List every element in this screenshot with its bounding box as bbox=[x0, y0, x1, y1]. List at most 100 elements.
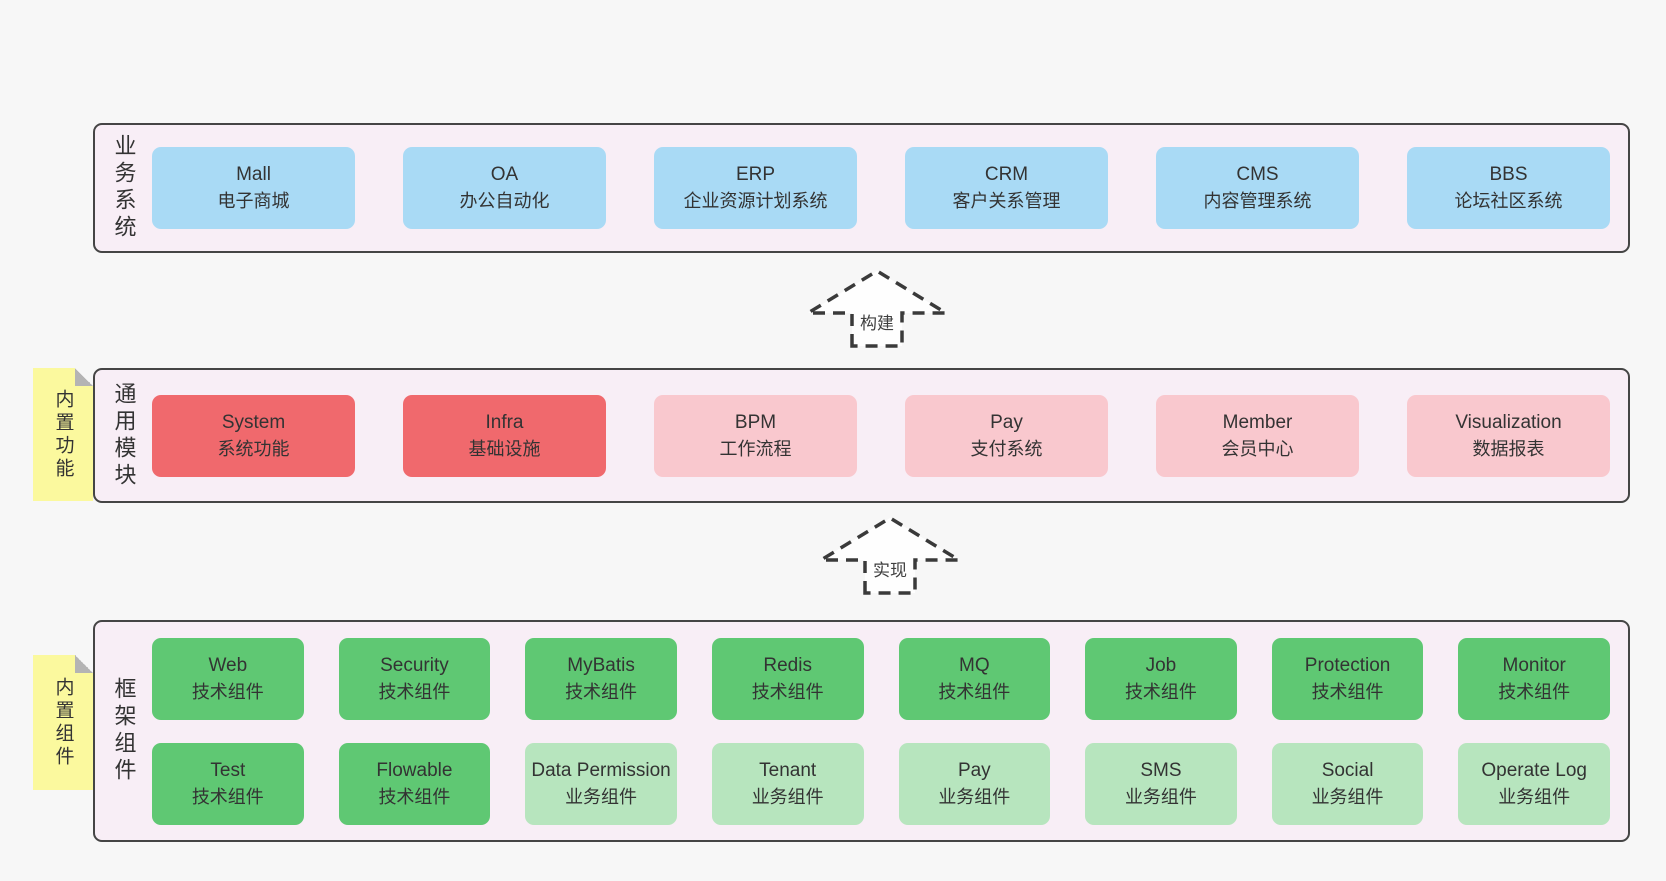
box-name: Pay bbox=[990, 411, 1023, 433]
arrow-build-icon: 构建 bbox=[802, 268, 952, 348]
band-framework-components-label: 框架组件 bbox=[95, 622, 152, 840]
box-name: MyBatis bbox=[567, 654, 635, 676]
box-name: Operate Log bbox=[1481, 759, 1587, 781]
box-erp: ERP 企业资源计划系统 bbox=[654, 147, 857, 229]
box-name: Social bbox=[1321, 759, 1374, 781]
box-mybatis: MyBatis 技术组件 bbox=[525, 637, 677, 720]
box-desc: 技术组件 bbox=[751, 681, 824, 702]
box-security: Security 技术组件 bbox=[338, 637, 491, 720]
box-desc: 技术组件 bbox=[191, 681, 264, 702]
box-web: Web 技术组件 bbox=[152, 637, 304, 720]
box-mq: MQ 技术组件 bbox=[898, 637, 1051, 720]
box-name: CRM bbox=[984, 164, 1029, 185]
box-desc: 业务组件 bbox=[1311, 786, 1384, 807]
box-name: Visualization bbox=[1455, 411, 1562, 433]
box-crm: CRM 客户关系管理 bbox=[905, 147, 1108, 229]
box-desc: 业务组件 bbox=[751, 786, 824, 807]
box-desc: 支付系统 bbox=[970, 438, 1043, 459]
box-desc: 业务组件 bbox=[1124, 786, 1197, 807]
box-name: Protection bbox=[1304, 654, 1391, 676]
box-name: Infra bbox=[485, 411, 524, 433]
sticky-built-in-components: 内置组件 bbox=[33, 655, 93, 790]
band-business-systems: 业务系统 Mall 电子商城 OA 办公自动化 ERP 企业资源计划系统 CRM… bbox=[93, 123, 1630, 253]
box-visualization: Visualization 数据报表 bbox=[1407, 394, 1610, 477]
box-mall: Mall 电子商城 bbox=[152, 147, 355, 229]
box-desc: 内容管理系统 bbox=[1203, 191, 1312, 211]
box-tenant: Tenant 业务组件 bbox=[711, 742, 864, 825]
box-name: CMS bbox=[1236, 164, 1279, 185]
arrow-build-label: 构建 bbox=[860, 314, 894, 333]
business-systems-boxes: Mall 电子商城 OA 办公自动化 ERP 企业资源计划系统 CRM 客户关系… bbox=[152, 125, 1628, 251]
box-social: Social 业务组件 bbox=[1271, 742, 1424, 825]
box-name: Redis bbox=[763, 654, 812, 676]
framework-components-row-2: Test 技术组件 Flowable 技术组件 Data Permission … bbox=[152, 742, 1610, 825]
band-common-modules-label: 通用模块 bbox=[95, 370, 152, 501]
box-desc: 技术组件 bbox=[1124, 681, 1197, 702]
box-name: System bbox=[221, 411, 286, 433]
box-system: System 系统功能 bbox=[152, 394, 355, 477]
box-job: Job 技术组件 bbox=[1085, 637, 1237, 720]
box-redis: Redis 技术组件 bbox=[711, 637, 864, 720]
box-data-permission: Data Permission 业务组件 bbox=[525, 742, 677, 825]
box-desc: 基础设施 bbox=[468, 438, 541, 459]
box-name: BPM bbox=[734, 411, 777, 433]
box-name: Pay bbox=[957, 759, 991, 781]
box-bbs: BBS 论坛社区系统 bbox=[1407, 147, 1610, 229]
box-monitor: Monitor 技术组件 bbox=[1458, 637, 1610, 720]
box-desc: 电子商城 bbox=[217, 191, 290, 211]
box-desc: 技术组件 bbox=[1311, 681, 1384, 702]
box-desc: 技术组件 bbox=[565, 681, 638, 702]
box-desc: 业务组件 bbox=[565, 786, 638, 807]
box-cms: CMS 内容管理系统 bbox=[1156, 147, 1359, 229]
box-desc: 技术组件 bbox=[938, 681, 1011, 702]
box-pay-module: Pay 支付系统 bbox=[905, 394, 1108, 477]
box-name: Flowable bbox=[376, 759, 453, 781]
box-oa: OA 办公自动化 bbox=[403, 147, 606, 229]
box-desc: 技术组件 bbox=[378, 681, 451, 702]
box-name: OA bbox=[490, 164, 519, 185]
band-common-modules: 通用模块 System 系统功能 Infra 基础设施 BPM 工作流程 Pay… bbox=[93, 368, 1630, 503]
sticky-label-text: 内置组件 bbox=[52, 676, 74, 769]
box-name: Security bbox=[380, 654, 449, 676]
box-desc: 会员中心 bbox=[1221, 438, 1294, 459]
box-desc: 技术组件 bbox=[191, 786, 264, 807]
box-operate-log: Operate Log 业务组件 bbox=[1458, 742, 1610, 825]
band-label-text: 通用模块 bbox=[111, 381, 137, 490]
arrow-implement-icon: 实现 bbox=[815, 515, 965, 595]
box-desc: 客户关系管理 bbox=[952, 191, 1061, 211]
box-name: MQ bbox=[959, 654, 990, 676]
box-sms: SMS 业务组件 bbox=[1085, 742, 1237, 825]
sticky-built-in-features: 内置功能 bbox=[33, 368, 93, 501]
box-name: BBS bbox=[1489, 164, 1528, 185]
box-name: Mall bbox=[236, 164, 271, 185]
box-name: Member bbox=[1222, 411, 1293, 433]
band-framework-components: 框架组件 Web 技术组件 Security 技术组件 MyBatis 技术组件… bbox=[93, 620, 1630, 842]
box-desc: 系统功能 bbox=[217, 438, 290, 459]
box-desc: 办公自动化 bbox=[459, 191, 550, 211]
box-name: SMS bbox=[1140, 759, 1182, 781]
box-infra: Infra 基础设施 bbox=[403, 394, 606, 477]
box-bpm: BPM 工作流程 bbox=[654, 394, 857, 477]
box-desc: 工作流程 bbox=[719, 438, 792, 459]
box-name: Tenant bbox=[759, 759, 817, 781]
box-name: Job bbox=[1145, 654, 1177, 676]
box-pay-business: Pay 业务组件 bbox=[898, 742, 1051, 825]
box-desc: 企业资源计划系统 bbox=[683, 191, 828, 211]
box-member: Member 会员中心 bbox=[1156, 394, 1359, 477]
box-name: Data Permission bbox=[531, 759, 671, 781]
box-flowable: Flowable 技术组件 bbox=[338, 742, 491, 825]
box-name: ERP bbox=[735, 164, 776, 185]
band-business-systems-label: 业务系统 bbox=[95, 125, 152, 251]
band-label-text: 框架组件 bbox=[111, 677, 137, 785]
framework-components-row-1: Web 技术组件 Security 技术组件 MyBatis 技术组件 Redi… bbox=[152, 637, 1610, 720]
common-modules-boxes: System 系统功能 Infra 基础设施 BPM 工作流程 Pay 支付系统… bbox=[152, 370, 1628, 501]
box-desc: 数据报表 bbox=[1472, 438, 1545, 459]
box-desc: 技术组件 bbox=[1498, 681, 1571, 702]
box-name: Monitor bbox=[1502, 654, 1566, 676]
box-desc: 业务组件 bbox=[938, 786, 1011, 807]
framework-components-rows: Web 技术组件 Security 技术组件 MyBatis 技术组件 Redi… bbox=[152, 622, 1628, 840]
box-desc: 论坛社区系统 bbox=[1454, 191, 1563, 211]
sticky-label-text: 内置功能 bbox=[52, 388, 74, 481]
band-label-text: 业务系统 bbox=[111, 134, 137, 242]
